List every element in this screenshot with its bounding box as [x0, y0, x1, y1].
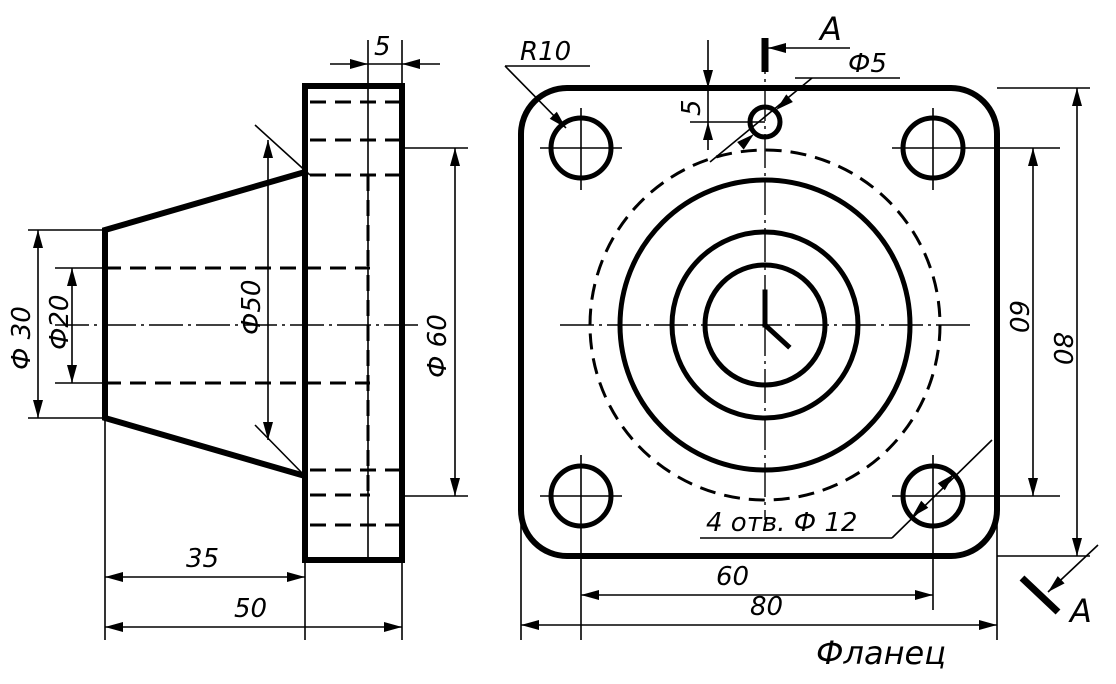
arrow-dia-50-top: [263, 140, 273, 158]
arrow-dia-60-top: [450, 148, 460, 166]
label-50: 50: [234, 594, 267, 624]
arrow-h-80-left: [521, 620, 539, 630]
section-arrow-top: [768, 43, 786, 53]
label-offset: 5: [677, 99, 707, 116]
holes-note-leader: [891, 439, 993, 539]
arrow-dia-30-bottom: [33, 400, 43, 418]
small-hole-leader: [709, 77, 813, 163]
side-view: Ф 30 Ф20 Ф50 Ф 60 5 35 50: [7, 32, 468, 640]
section-label-top: A: [818, 10, 842, 48]
arrow-h-80-right: [979, 620, 997, 630]
label-dia-20: Ф20: [45, 295, 75, 350]
bore-mark-diagonal: [761, 321, 792, 350]
label-h-60: 60: [716, 562, 749, 592]
arrow-50-right: [384, 622, 402, 632]
label-dia-30: Ф 30: [7, 306, 37, 370]
label-radius: R10: [520, 37, 571, 67]
arrow-v-60-top: [1028, 148, 1038, 166]
arrow-v-60-bottom: [1028, 478, 1038, 496]
arrow-h-60-right: [915, 590, 933, 600]
label-35: 35: [186, 544, 219, 574]
arrow-35-right: [287, 572, 305, 582]
side-view-flange-outline: [302, 83, 405, 563]
arrow-thickness-right: [402, 59, 420, 69]
arrow-thickness-left: [350, 59, 368, 69]
label-h-80: 80: [750, 592, 783, 622]
front-view-flange-outline: [518, 85, 1000, 559]
arrow-offset-bottom: [703, 122, 713, 140]
label-thickness: 5: [374, 32, 391, 62]
arrow-35-left: [105, 572, 123, 582]
side-view-neck-outline: [102, 169, 306, 479]
arrow-dia-30-top: [33, 230, 43, 248]
arrow-dia-20-bottom: [67, 365, 77, 383]
label-small-hole: Ф5: [848, 49, 887, 79]
drawing-title: Фланец: [816, 634, 946, 672]
label-holes-note: 4 отв. Ф 12: [706, 508, 857, 538]
arrow-dia-20-top: [67, 268, 77, 286]
arrow-v-80-bottom: [1072, 538, 1082, 556]
label-v-60: 60: [1003, 300, 1033, 333]
arrow-50-left: [105, 622, 123, 632]
label-dia-60: Ф 60: [423, 314, 453, 378]
label-dia-50: Ф50: [237, 280, 267, 335]
arrow-dia-60-bottom: [450, 478, 460, 496]
front-view: A A R10 Ф5 5 4 отв. Ф 12 60: [504, 10, 1099, 640]
arrow-h-60-left: [581, 590, 599, 600]
section-marker-bottom: [1019, 575, 1061, 615]
dia-50-leader-bottom: [254, 424, 306, 477]
dia-50-leader-top: [254, 124, 311, 176]
arrow-v-80-top: [1072, 88, 1082, 106]
label-v-80: 80: [1047, 332, 1077, 365]
section-label-bottom: A: [1068, 592, 1092, 630]
